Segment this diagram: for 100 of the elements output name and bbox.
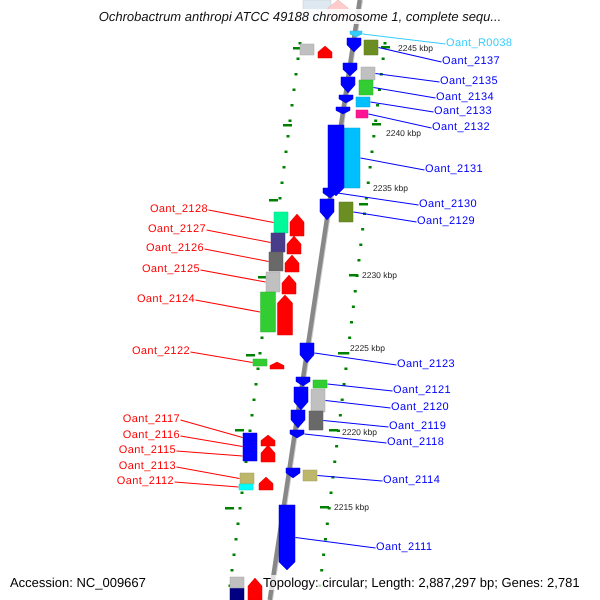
gene-feature: [340, 76, 356, 94]
gene-label: Oant_2129: [417, 215, 476, 228]
gene-label: Oant_2126: [146, 242, 204, 255]
leader-line: [176, 466, 240, 479]
gene-block: [242, 432, 258, 442]
gene-block: [260, 292, 276, 332]
leader-line: [180, 420, 243, 438]
gene-feature: [258, 476, 274, 490]
gene-block: [238, 484, 254, 490]
gene-block: [308, 410, 324, 430]
gene-label: Oant_2128: [150, 203, 208, 216]
gene-label: Oant_2117: [122, 413, 180, 426]
gene-label: Oant_2121: [393, 384, 452, 397]
gene-feature: [286, 468, 300, 478]
gene-label: Oant_2120: [391, 401, 450, 414]
leader-line: [317, 475, 383, 482]
scale-tick-label: 2235 kbp: [373, 184, 408, 193]
gene-feature: [260, 434, 276, 446]
gene-label: Oant_2113: [118, 460, 176, 473]
leader-line: [378, 47, 442, 62]
gene-label: Oant_2131: [425, 163, 484, 176]
gene-feature: [282, 274, 296, 294]
leader-line: [370, 102, 434, 112]
gene-label: Oant_2135: [440, 75, 498, 88]
gene-feature: [346, 38, 362, 52]
gene-label: Oant_2118: [387, 436, 444, 449]
leader-line: [337, 192, 419, 206]
gene-block: [358, 80, 374, 96]
leader-line: [373, 87, 436, 98]
gene-label: Oant_2123: [397, 358, 456, 371]
gene-block: [242, 442, 258, 452]
gene-block: [312, 380, 328, 388]
leader-line: [325, 400, 391, 408]
info-text: Accession: NC_009667: [10, 575, 146, 590]
leader-line: [206, 230, 271, 243]
gene-block: [310, 388, 326, 412]
gene-block: [252, 358, 268, 366]
gene-block: [242, 450, 258, 462]
leader-line: [323, 420, 389, 428]
gene-label: Oant_2127: [148, 223, 206, 236]
gene-block: [300, 44, 314, 56]
leader-line: [204, 248, 269, 262]
gene-label: Oant_2132: [432, 121, 490, 134]
scale-tick-label: 2220 kbp: [342, 428, 377, 437]
scale-tick-label: 2245 kbp: [398, 44, 433, 52]
gene-label: Oant_2130: [419, 198, 478, 211]
gene-feature: [270, 362, 284, 370]
gene-block: [356, 96, 370, 108]
gene-block: [302, 470, 318, 482]
leader-line: [314, 352, 397, 366]
gene-block: [266, 272, 280, 292]
leader-line: [295, 537, 376, 548]
leader-line: [174, 482, 239, 488]
gene-feature: [300, 342, 314, 364]
gene-label: Oant_R0038: [446, 37, 512, 50]
leader-line: [353, 212, 417, 222]
gene-label: Oant_2134: [436, 91, 494, 104]
leader-line: [375, 73, 440, 82]
gene-block: [274, 212, 288, 234]
gene-feature: [278, 504, 296, 570]
gene-label: Oant_2119: [389, 420, 446, 433]
leader-line: [200, 270, 266, 282]
gene-block: [344, 128, 360, 188]
gene-feature: [260, 444, 276, 462]
gene-label: Oant_2112: [116, 475, 174, 488]
leader-line: [368, 114, 432, 128]
gene-feature: [342, 62, 358, 76]
leader-line: [195, 300, 260, 312]
gene-block: [270, 232, 286, 252]
gene-label: Oant_2111: [376, 541, 432, 554]
gene-block: [360, 66, 376, 80]
leader-line: [176, 450, 243, 456]
leader-line: [190, 352, 253, 363]
gene-label: Oant_2115: [118, 444, 176, 457]
gene-label: Oant_2125: [142, 263, 200, 276]
gene-feature: [290, 214, 304, 236]
gene-label: Oant_2122: [132, 345, 190, 358]
gene-block: [230, 576, 244, 588]
gene-label: Oant_2137: [442, 55, 500, 68]
gene-block: [240, 472, 254, 484]
scale-tick-label: 2225 kbp: [350, 344, 385, 353]
leader-line: [360, 158, 425, 170]
scale-tick-label: 2215 kbp: [334, 503, 369, 512]
gene-block: [356, 110, 368, 118]
scale-tick-label: 2230 kbp: [362, 271, 397, 280]
gene-label: Oant_2114: [383, 474, 440, 487]
gene-feature: [284, 254, 300, 272]
leader-line: [180, 436, 243, 447]
gene-block: [230, 588, 244, 600]
gene-feature: [318, 46, 332, 58]
gene-block: [364, 40, 378, 56]
gene-label: Oant_2124: [136, 293, 195, 306]
gene-feature: [248, 578, 262, 600]
scale-tick-label: 2240 kbp: [386, 129, 421, 138]
gene-feature: [336, 106, 350, 114]
gene-label: Oant_2133: [434, 105, 492, 118]
gene-feature: [338, 94, 354, 104]
leader-line: [327, 384, 393, 392]
gene-feature: [286, 236, 302, 254]
leader-line: [304, 434, 387, 444]
